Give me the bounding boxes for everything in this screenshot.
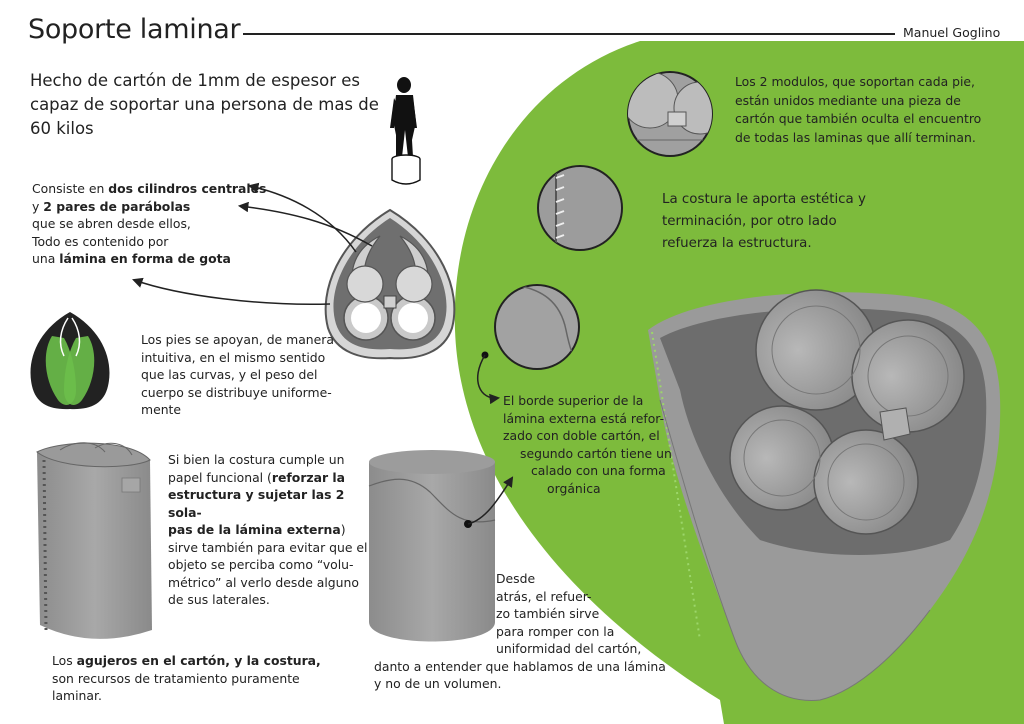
seam-note-line-6: objeto se perciba como “volu- [168, 557, 354, 572]
structure-note-line-4: Todo es contenido por [32, 233, 169, 249]
modules-note: Los 2 modulos, que soportan cada pie, es… [735, 73, 995, 147]
seam-note-line-3: estructura y sujetar las 2 sola- [168, 487, 345, 520]
back-note-line: uniformidad del cartón, [496, 641, 642, 656]
cylinder-back-view [368, 450, 496, 642]
seam-note-line-5: sirve también para evitar que el [168, 539, 368, 555]
structure-note-line-3: que se abren desde ellos, [32, 216, 191, 231]
author-name: Manuel Goglino [903, 25, 1001, 40]
seam-benefit-note-line: refuerza la estructura. [662, 236, 812, 251]
edge-note-line: segundo cartón tiene un [520, 445, 672, 461]
edge-note-line: lámina externa está refor- [503, 410, 665, 426]
edge-note-line: El borde superior de la [503, 393, 644, 408]
feet-note: Los pies se apoyan, de manera intuitiva,… [141, 331, 351, 419]
back-note-line: danto a entender que hablamos de una lám… [374, 658, 666, 674]
structure-note-line-2: y 2 pares de parábolas [32, 198, 191, 214]
page-title: Soporte laminar [28, 14, 241, 45]
back-note-line: Desde [496, 571, 536, 586]
seam-note-line-8: de sus laterales. [168, 592, 270, 607]
seam-benefit-note-line: La costura le aporta estética y [662, 192, 866, 207]
title-divider [243, 33, 895, 35]
back-note-line: y no de un volumen. [374, 676, 502, 691]
feet-note-line: que las curvas, y el peso del [141, 367, 318, 382]
holes-note-line-1: Los agujeros en el cartón, y la costura, [52, 653, 321, 668]
back-note-line: zo también sirve [496, 606, 600, 621]
edge-note-line: zado con doble cartón, el [503, 428, 660, 443]
stool-icon [391, 154, 421, 185]
modules-note-line: de todas las laminas que allí terminan. [735, 129, 976, 145]
modules-note-line: están unidos mediante una pieza de [735, 92, 961, 108]
holes-note: Los agujeros en el cartón, y la costura,… [52, 652, 322, 705]
seam-note-line-1: Si bien la costura cumple un [168, 452, 345, 467]
intro-text: Hecho de cartón de 1mm de espesor es cap… [30, 71, 379, 138]
seam-note-line-4: pas de la lámina externa) [168, 522, 346, 537]
seam-benefit-note-line: terminación, por otro lado [662, 214, 837, 229]
seam-benefit-note: La costura le aporta estética y terminac… [662, 189, 902, 255]
structure-note-line-5: una lámina en forma de gota [32, 251, 231, 266]
feet-note-line: Los pies se apoyan, de manera [141, 332, 334, 347]
seam-detail-inset [537, 165, 623, 251]
large-model-render [648, 289, 1001, 701]
person-silhouette-icon [390, 77, 417, 157]
modules-note-line: cartón que también oculta el encuentro [735, 111, 982, 126]
feet-note-line: cuerpo se distribuye uniforme- [141, 384, 332, 400]
feet-note-line: intuitiva, en el mismo sentido [141, 349, 326, 365]
holes-note-line-2: son recursos de tratamiento puramente [52, 670, 300, 686]
edge-note: El borde superior de la lámina externa e… [503, 392, 683, 497]
edge-note-line: orgánica [547, 480, 601, 496]
edge-note-line: calado con una forma [531, 463, 666, 478]
feet-note-line: mente [141, 402, 182, 417]
seam-note-line-2: papel funcional (reforzar la [168, 469, 346, 485]
back-note: Desde atrás, el refuer- zo también sirve… [374, 570, 674, 693]
side-view-model [36, 442, 152, 639]
seam-note: Si bien la costura cumple un papel funci… [168, 451, 378, 609]
modules-note-line: Los 2 modulos, que soportan cada pie, [735, 74, 975, 89]
seam-note-line-7: métrico” al verlo desde alguno [168, 574, 359, 590]
holes-note-line-3: laminar. [52, 688, 102, 703]
feet-diagram [30, 312, 110, 410]
back-note-line: para romper con la [496, 623, 615, 639]
back-note-line: atrás, el refuer- [496, 588, 592, 604]
teardrop-model-top-view [324, 208, 456, 360]
annotation-arrows [132, 182, 514, 525]
structure-note-line-1: Consiste en dos cilindros centrales [32, 181, 267, 196]
structure-note: Consiste en dos cilindros centrales y 2 … [32, 180, 272, 268]
